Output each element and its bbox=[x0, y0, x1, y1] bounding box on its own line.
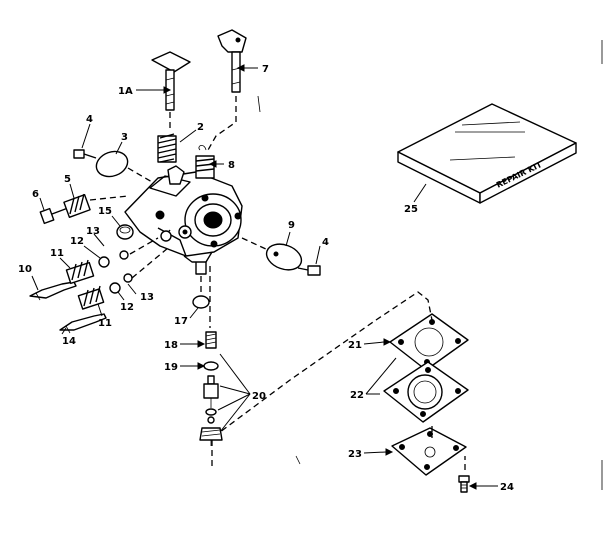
label-7: 7 bbox=[262, 64, 269, 75]
bottom-cup bbox=[192, 295, 210, 309]
label-12-lower: 12 bbox=[120, 302, 134, 313]
label-13-lower: 13 bbox=[140, 292, 154, 303]
cover-screw bbox=[458, 475, 470, 493]
needle-spring-upper bbox=[65, 259, 95, 285]
carburetor-body bbox=[124, 165, 243, 275]
label-24: 24 bbox=[500, 482, 514, 493]
high-speed-needle bbox=[29, 281, 77, 301]
label-19: 19 bbox=[164, 362, 178, 373]
low-speed-needle bbox=[59, 313, 107, 334]
needle-spring-lower bbox=[77, 285, 105, 310]
label-4-right: 4 bbox=[322, 237, 329, 248]
label-1a: 1A bbox=[118, 86, 133, 97]
label-10: 10 bbox=[18, 264, 32, 275]
label-8: 8 bbox=[228, 160, 235, 171]
label-6: 6 bbox=[32, 189, 39, 200]
label-11-lower: 11 bbox=[98, 318, 112, 329]
label-20: 20 bbox=[252, 391, 266, 402]
idle-spring bbox=[63, 193, 91, 218]
washer-upper bbox=[98, 256, 110, 268]
label-21: 21 bbox=[348, 340, 362, 351]
choke-shaft bbox=[217, 29, 247, 93]
label-5: 5 bbox=[64, 174, 71, 185]
washer-lower bbox=[109, 282, 121, 294]
label-2: 2 bbox=[197, 122, 204, 133]
label-9: 9 bbox=[288, 220, 295, 231]
throttle-plate bbox=[265, 243, 303, 271]
throttle-shaft bbox=[151, 51, 191, 111]
label-22: 22 bbox=[350, 390, 364, 401]
label-25: 25 bbox=[404, 204, 418, 215]
leader-lines bbox=[31, 64, 498, 490]
label-12-upper: 12 bbox=[70, 236, 84, 247]
pump-diaphragm bbox=[383, 361, 469, 423]
plate-screw-right bbox=[297, 265, 321, 276]
label-15: 15 bbox=[98, 206, 112, 217]
oring-lower bbox=[123, 273, 133, 283]
label-13-upper: 13 bbox=[86, 226, 100, 237]
label-17: 17 bbox=[174, 316, 188, 327]
label-18: 18 bbox=[164, 340, 178, 351]
pump-gasket-top bbox=[389, 313, 469, 371]
label-11-upper: 11 bbox=[50, 248, 64, 259]
choke-spring bbox=[195, 145, 215, 179]
label-4-top: 4 bbox=[86, 114, 93, 125]
repair-kit-box: REPAIR KIT bbox=[397, 103, 577, 204]
oring-upper bbox=[119, 250, 129, 260]
pump-alignment-path bbox=[211, 291, 433, 466]
choke-plate bbox=[95, 150, 129, 178]
label-3: 3 bbox=[121, 132, 128, 143]
idle-screw bbox=[39, 207, 69, 225]
throttle-spring bbox=[157, 133, 177, 163]
label-14: 14 bbox=[62, 336, 76, 347]
label-23: 23 bbox=[348, 449, 362, 460]
part-labels: 1A 2 3 4 4 5 6 7 8 9 10 11 11 12 12 13 1… bbox=[18, 64, 514, 493]
fuel-inlet-stack bbox=[199, 331, 223, 446]
plate-screw-top bbox=[73, 149, 97, 159]
welch-plug bbox=[116, 224, 134, 240]
pump-cover-plate bbox=[391, 427, 467, 476]
